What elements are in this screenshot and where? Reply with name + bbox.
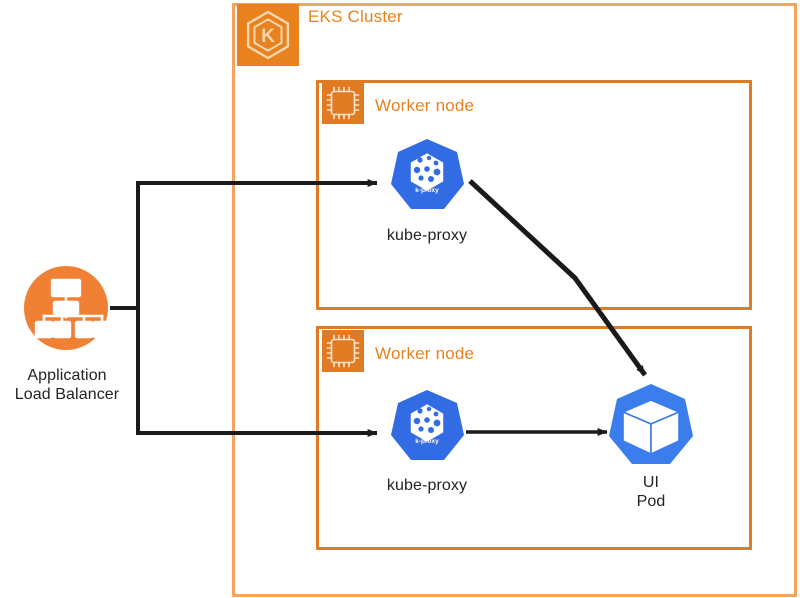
ui-pod-label-line1: UI — [642, 474, 660, 491]
load-balancer-label-line2: Load Balancer — [14, 386, 120, 403]
worker-node-1-boundary — [316, 80, 752, 310]
worker-node-1-title: Worker node — [375, 96, 475, 115]
kube-proxy-badge-text-2: k-proxy — [415, 438, 439, 445]
kube-proxy-label-1: kube-proxy — [386, 227, 468, 244]
eks-cluster-boundary — [232, 3, 797, 597]
svg-text:K: K — [261, 26, 275, 47]
worker-node-2-boundary — [316, 326, 752, 550]
cpu-chip-icon-1 — [322, 82, 364, 124]
kube-proxy-badge-text-1: k-proxy — [415, 187, 439, 194]
eks-cluster-title: EKS Cluster — [308, 7, 403, 26]
application-load-balancer-icon — [24, 266, 112, 350]
load-balancer-label: Application Load Balancer — [0, 366, 136, 404]
kube-proxy-label-2: kube-proxy — [386, 477, 468, 494]
ui-pod-label: UI Pod — [591, 473, 711, 511]
load-balancer-label-line1: Application — [27, 367, 107, 384]
eks-hexagon-k-icon: K — [237, 4, 299, 66]
kube-proxy-icon-1: k-proxy — [391, 139, 464, 209]
ui-pod-label-line2: Pod — [636, 493, 666, 510]
kube-proxy-icon-2: k-proxy — [391, 390, 464, 460]
worker-node-2-title: Worker node — [375, 344, 475, 363]
cpu-chip-icon-2 — [322, 330, 364, 372]
connector-kubeproxy-1-to-ui-pod — [468, 179, 648, 377]
kubernetes-pod-cube-icon — [609, 384, 693, 464]
connector-alb-to-kubeproxy-2 — [136, 308, 378, 437]
connector-alb-to-kubeproxy-1 — [110, 179, 378, 310]
